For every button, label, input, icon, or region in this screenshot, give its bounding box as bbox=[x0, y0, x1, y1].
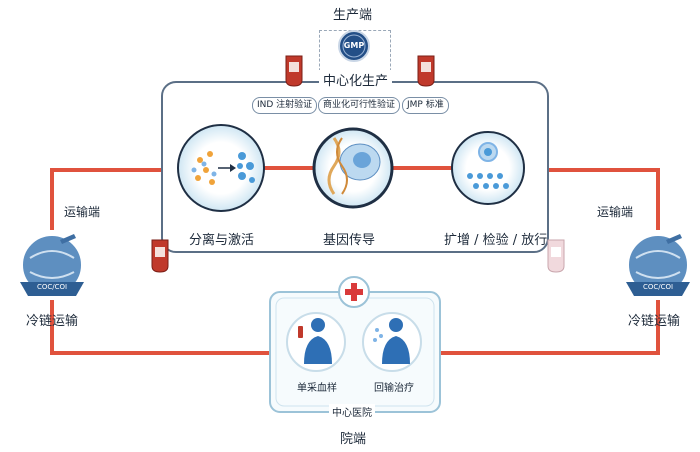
hospital-frame bbox=[269, 291, 441, 413]
hospital-section-title: 院端 bbox=[340, 432, 367, 447]
central-production-title: 中心化生产 bbox=[319, 70, 393, 89]
step-label-separation: 分离与激活 bbox=[189, 233, 255, 248]
tag-ind-verification: IND 注射验证 bbox=[252, 97, 318, 114]
transport-label-left: 运输端 bbox=[64, 205, 101, 219]
central-hospital-label: 中心医院 bbox=[329, 404, 375, 419]
right-lower-line bbox=[440, 300, 660, 355]
cold-chain-label-left: 冷链运输 bbox=[26, 314, 79, 329]
globe-text-right: COC/COI bbox=[642, 283, 674, 291]
tag-jmp-standard: JMP 标准 bbox=[402, 97, 449, 114]
gmp-badge-text: GMP bbox=[343, 41, 365, 50]
transport-label-right: 运输端 bbox=[597, 205, 634, 219]
red-flow-lines bbox=[50, 166, 660, 355]
step-label-transduction: 基因传导 bbox=[323, 233, 376, 248]
hospital-step-label-sampling: 单采血样 bbox=[297, 383, 337, 394]
globe-text-left: COC/COI bbox=[36, 283, 68, 291]
production-section-title: 生产端 bbox=[333, 8, 373, 23]
tag-commercial-feasibility: 商业化可行性验证 bbox=[318, 97, 401, 114]
cold-chain-label-right: 冷链运输 bbox=[628, 314, 681, 329]
left-lower-line bbox=[50, 300, 270, 355]
hospital-step-label-infusion: 回输治疗 bbox=[374, 383, 414, 394]
left-upper-line bbox=[50, 168, 162, 230]
step-label-expansion: 扩增 / 检验 / 放行 bbox=[444, 233, 548, 248]
right-upper-line bbox=[548, 168, 660, 230]
